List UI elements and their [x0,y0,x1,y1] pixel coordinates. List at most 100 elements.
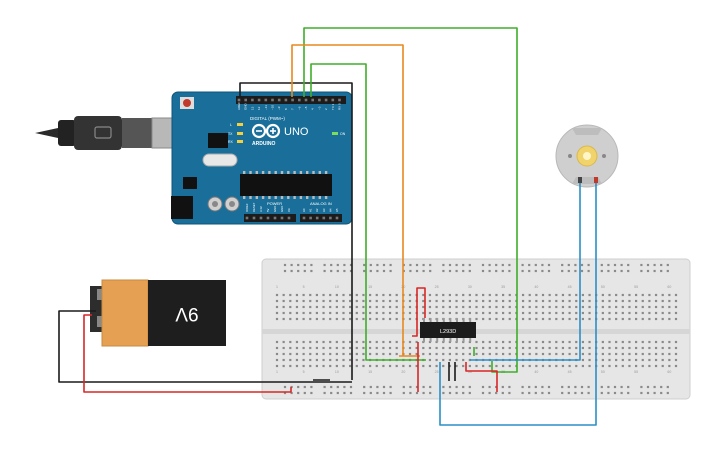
terminal-hole[interactable] [521,317,525,321]
rail-hole[interactable] [415,269,419,273]
terminal-hole[interactable] [601,364,604,368]
terminal-hole[interactable] [575,364,578,368]
terminal-hole[interactable] [535,364,538,368]
terminal-hole[interactable] [648,352,651,356]
rail-hole[interactable] [290,391,293,395]
rail-hole[interactable] [666,391,669,395]
terminal-hole[interactable] [668,340,671,344]
terminal-hole[interactable] [275,305,279,309]
terminal-hole[interactable] [335,299,338,303]
terminal-hole[interactable] [508,305,511,309]
terminal-hole[interactable] [315,317,318,321]
terminal-hole[interactable] [674,346,678,350]
analog-pin-hole[interactable] [322,216,326,220]
rail-hole[interactable] [462,391,465,395]
terminal-hole[interactable] [295,293,299,297]
terminal-hole[interactable] [535,352,538,356]
terminal-hole[interactable] [462,311,465,315]
terminal-hole[interactable] [508,352,511,356]
rail-hole[interactable] [580,385,584,389]
terminal-hole[interactable] [302,364,305,368]
terminal-hole[interactable] [482,293,485,297]
power-pin-header[interactable] [244,214,296,222]
rail-hole[interactable] [336,391,339,395]
terminal-hole[interactable] [668,305,671,309]
digital-pin-hole[interactable] [244,98,247,102]
terminal-hole[interactable] [395,299,398,303]
terminal-hole[interactable] [588,352,591,356]
rail-hole[interactable] [653,391,656,395]
rail-hole[interactable] [580,263,584,267]
rail-hole[interactable] [534,391,537,395]
rail-hole[interactable] [422,385,425,389]
terminal-hole[interactable] [388,364,392,368]
rail-hole[interactable] [534,269,537,273]
rail-hole[interactable] [283,263,287,267]
terminal-hole[interactable] [661,299,664,303]
terminal-hole[interactable] [621,364,624,368]
terminal-hole[interactable] [455,293,458,297]
rail-hole[interactable] [389,263,392,267]
rail-hole[interactable] [528,263,531,267]
rail-hole[interactable] [323,263,326,267]
terminal-hole[interactable] [382,299,385,303]
rail-hole[interactable] [613,385,617,389]
rail-hole[interactable] [310,385,313,389]
rail-hole[interactable] [481,391,485,395]
terminal-hole[interactable] [369,317,372,321]
power-pin-hole[interactable] [280,216,284,220]
terminal-hole[interactable] [428,293,432,297]
terminal-hole[interactable] [608,299,611,303]
rail-hole[interactable] [627,263,630,267]
terminal-hole[interactable] [448,293,451,297]
terminal-hole[interactable] [309,293,312,297]
power-pin-hole[interactable] [273,216,277,220]
terminal-hole[interactable] [628,317,631,321]
digital-pin-hole[interactable] [251,98,254,102]
terminal-hole[interactable] [428,305,432,309]
terminal-hole[interactable] [315,364,318,368]
terminal-hole[interactable] [561,340,565,344]
terminal-hole[interactable] [355,311,358,315]
terminal-hole[interactable] [435,305,438,309]
rail-hole[interactable] [653,269,656,273]
rail-hole[interactable] [409,263,412,267]
terminal-hole[interactable] [535,317,538,321]
terminal-hole[interactable] [382,305,385,309]
terminal-hole[interactable] [601,305,604,309]
rail-hole[interactable] [488,385,491,389]
terminal-hole[interactable] [535,299,538,303]
terminal-hole[interactable] [462,352,465,356]
rail-hole[interactable] [574,263,577,267]
terminal-hole[interactable] [388,352,392,356]
terminal-hole[interactable] [495,346,498,350]
terminal-hole[interactable] [608,352,611,356]
terminal-hole[interactable] [455,352,458,356]
rail-hole[interactable] [402,263,405,267]
wire-battery-positive[interactable] [83,314,292,393]
terminal-hole[interactable] [329,293,332,297]
terminal-hole[interactable] [388,346,392,350]
rail-hole[interactable] [567,263,570,267]
terminal-hole[interactable] [541,346,545,350]
terminal-hole[interactable] [608,346,611,350]
terminal-hole[interactable] [375,364,378,368]
terminal-hole[interactable] [601,346,604,350]
terminal-hole[interactable] [555,293,558,297]
rail-hole[interactable] [349,263,353,267]
rail-hole[interactable] [521,263,524,267]
terminal-hole[interactable] [382,311,385,315]
terminal-hole[interactable] [615,317,618,321]
terminal-hole[interactable] [555,299,558,303]
terminal-hole[interactable] [615,311,618,315]
rail-hole[interactable] [600,269,603,273]
terminal-hole[interactable] [375,346,378,350]
terminal-hole[interactable] [488,346,491,350]
analog-pin-hole[interactable] [302,216,306,220]
rail-hole[interactable] [600,385,603,389]
rail-hole[interactable] [481,269,485,273]
rail-hole[interactable] [290,263,293,267]
terminal-hole[interactable] [302,311,305,315]
terminal-hole[interactable] [448,352,451,356]
terminal-hole[interactable] [355,317,358,321]
